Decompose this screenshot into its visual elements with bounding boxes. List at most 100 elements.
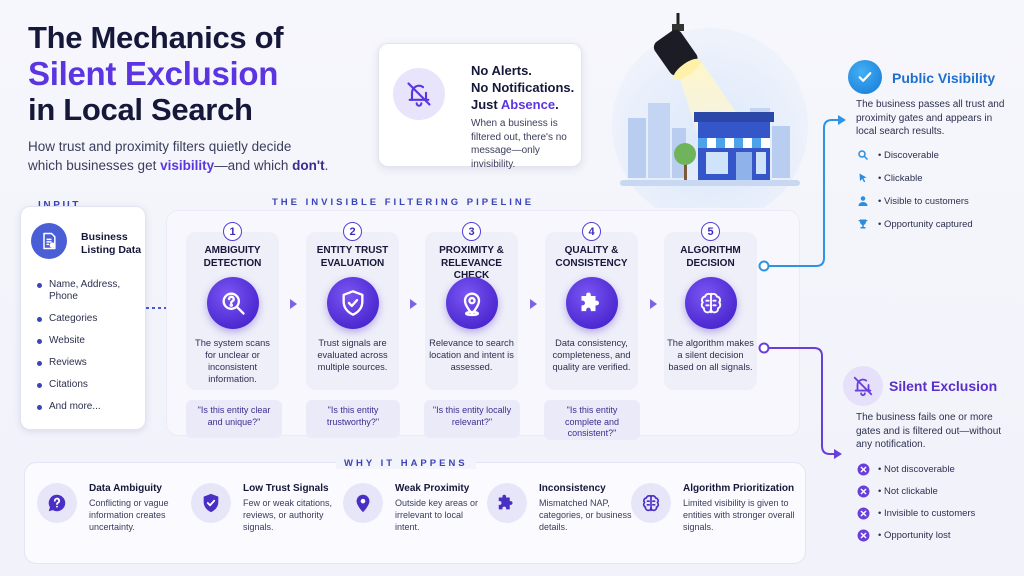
callout-heading: No Alerts. No Notifications. Just Absenc… — [471, 62, 579, 113]
stage-question-4: "Is this entity complete and consistent?… — [544, 400, 640, 440]
stage-number: 5 — [701, 222, 720, 241]
pipeline-stage-4: 4 QUALITY & CONSISTENCY Data consistency… — [545, 222, 638, 390]
input-card: Business Listing Data Name, Address, Pho… — [20, 206, 146, 430]
why-it-happens-label: WHY IT HAPPENS — [336, 458, 476, 469]
x-circle-icon — [856, 506, 870, 520]
public-item-label: • Visible to customers — [878, 195, 969, 207]
title-line-2: Silent Exclusion — [28, 55, 279, 92]
silent-item-opportunity-lost: • Opportunity lost — [856, 528, 1006, 542]
why-item-low-trust: Low Trust Signals Few or weak citations,… — [191, 483, 339, 533]
cursor-icon — [856, 171, 870, 185]
stage-description: The algorithm makes a silent decision ba… — [667, 338, 754, 372]
stage-title: PROXIMITY & RELEVANCE CHECK — [439, 245, 504, 281]
silent-exclusion-list: • Not discoverable • Not clickable • Inv… — [856, 462, 1006, 542]
callout-text: . — [555, 97, 559, 112]
why-item-description: Mismatched NAP, categories, or business … — [539, 498, 632, 532]
why-it-happens-panel: Data Ambiguity Conflicting or vague info… — [24, 462, 806, 564]
subtitle-text: —and which — [214, 158, 293, 173]
public-item-discoverable: • Discoverable — [856, 148, 1006, 162]
why-item-description: Limited visibility is given to entities … — [683, 498, 795, 532]
public-visibility-list: • Discoverable • Clickable • Visible to … — [856, 148, 1006, 231]
silent-item-label: • Opportunity lost — [878, 529, 951, 541]
input-label: INPUT — [38, 200, 81, 211]
shield-check-icon — [326, 277, 379, 329]
x-circle-icon — [856, 528, 870, 542]
stage-arrow — [650, 299, 657, 309]
document-location-icon — [31, 223, 67, 259]
input-item: Citations — [37, 379, 141, 391]
silent-exclusion-description: The business fails one or more gates and… — [856, 412, 1002, 450]
input-title: Business Listing Data — [81, 231, 142, 256]
public-item-visible: • Visible to customers — [856, 194, 1006, 208]
stage-description: Trust signals are evaluated across multi… — [317, 338, 388, 372]
why-item-description: Conflicting or vague information creates… — [89, 498, 169, 532]
public-item-label: • Opportunity captured — [878, 218, 973, 230]
why-item-title: Low Trust Signals — [243, 483, 329, 494]
silent-item-invisible: • Invisible to customers — [856, 506, 1006, 520]
input-item: Categories — [37, 313, 141, 325]
subtitle-line-1: How trust and proximity filters quietly … — [28, 139, 292, 154]
stage-question-3: "Is this entity locally relevant?" — [424, 400, 520, 438]
location-pin-icon — [343, 483, 383, 523]
puzzle-icon — [565, 277, 618, 329]
public-item-clickable: • Clickable — [856, 171, 1006, 185]
question-bubble-icon — [37, 483, 77, 523]
pipeline-label: THE INVISIBLE FILTERING PIPELINE — [272, 197, 535, 208]
x-circle-icon — [856, 484, 870, 498]
input-item-list: Name, Address, Phone Categories Website … — [37, 279, 141, 413]
stage-number: 1 — [223, 222, 242, 241]
title-block: The Mechanics of Silent Exclusion in Loc… — [28, 20, 388, 128]
stage-description: The system scans for unclear or inconsis… — [195, 338, 270, 384]
pipeline-stage-3: 3 PROXIMITY & RELEVANCE CHECK Relevance … — [425, 222, 518, 390]
why-item-title: Algorithm Prioritization — [683, 483, 795, 494]
input-item: And more... — [37, 401, 141, 413]
bell-off-icon — [393, 68, 445, 120]
bell-off-badge-icon — [843, 366, 883, 406]
why-item-algorithm-prioritization: Algorithm Prioritization Limited visibil… — [631, 483, 803, 533]
x-circle-icon — [856, 462, 870, 476]
why-item-title: Inconsistency — [539, 483, 606, 494]
stage-title: ALGORITHM DECISION — [680, 245, 741, 269]
callout-description: When a business is filtered out, there's… — [471, 118, 567, 170]
puzzle-icon — [487, 483, 527, 523]
callout-highlight: Absence — [500, 97, 556, 112]
callout-line-1: No Alerts. — [471, 63, 532, 78]
stage-question-1: "Is this entity clear and unique?" — [186, 400, 282, 438]
silent-item-label: • Not clickable — [878, 485, 938, 497]
callout-line-2: No Notifications. — [471, 80, 575, 95]
pipeline-stage-5: 5 ALGORITHM DECISION The algorithm makes… — [664, 222, 757, 390]
spotlight-storefront-illustration — [600, 8, 815, 224]
why-item-description: Outside key areas or irrelevant to local… — [395, 498, 479, 532]
stage-arrow — [410, 299, 417, 309]
public-item-label: • Clickable — [878, 172, 923, 184]
search-icon — [856, 148, 870, 162]
stage-arrow — [290, 299, 297, 309]
stage-question-2: "Is this entity trustworthy?" — [306, 400, 400, 438]
why-item-title: Weak Proximity — [395, 483, 470, 494]
why-item-data-ambiguity: Data Ambiguity Conflicting or vague info… — [37, 483, 179, 533]
stage-title: QUALITY & CONSISTENCY — [555, 245, 628, 269]
stage-number: 2 — [343, 222, 362, 241]
subtitle-text: which businesses get — [28, 158, 161, 173]
public-visibility-description: The business passes all trust and proxim… — [856, 99, 1005, 137]
pipeline-stage-2: 2 ENTITY TRUST EVALUATION Trust signals … — [306, 222, 399, 390]
branch-connectors — [756, 110, 846, 460]
stage-arrow — [530, 299, 537, 309]
stage-description: Data consistency, completeness, and qual… — [552, 338, 631, 372]
silent-item-label: • Invisible to customers — [878, 507, 976, 519]
subtitle-highlight-visibility: visibility — [160, 158, 215, 173]
silent-item-not-discoverable: • Not discoverable — [856, 462, 1006, 476]
trophy-icon — [856, 217, 870, 231]
user-icon — [856, 194, 870, 208]
public-item-opportunity: • Opportunity captured — [856, 217, 1006, 231]
why-item-weak-proximity: Weak Proximity Outside key areas or irre… — [343, 483, 483, 533]
title-line-1: The Mechanics of — [28, 20, 284, 55]
subtitle-line-2: which businesses get visibility—and whic… — [28, 156, 358, 175]
brain-circuit-icon — [684, 277, 737, 329]
input-item: Name, Address, Phone — [37, 279, 141, 303]
silent-item-not-clickable: • Not clickable — [856, 484, 1006, 498]
public-item-label: • Discoverable — [878, 149, 939, 161]
why-item-description: Few or weak citations, reviews, or autho… — [243, 498, 333, 532]
location-pin-icon — [445, 277, 498, 329]
magnifier-question-icon — [206, 277, 259, 329]
